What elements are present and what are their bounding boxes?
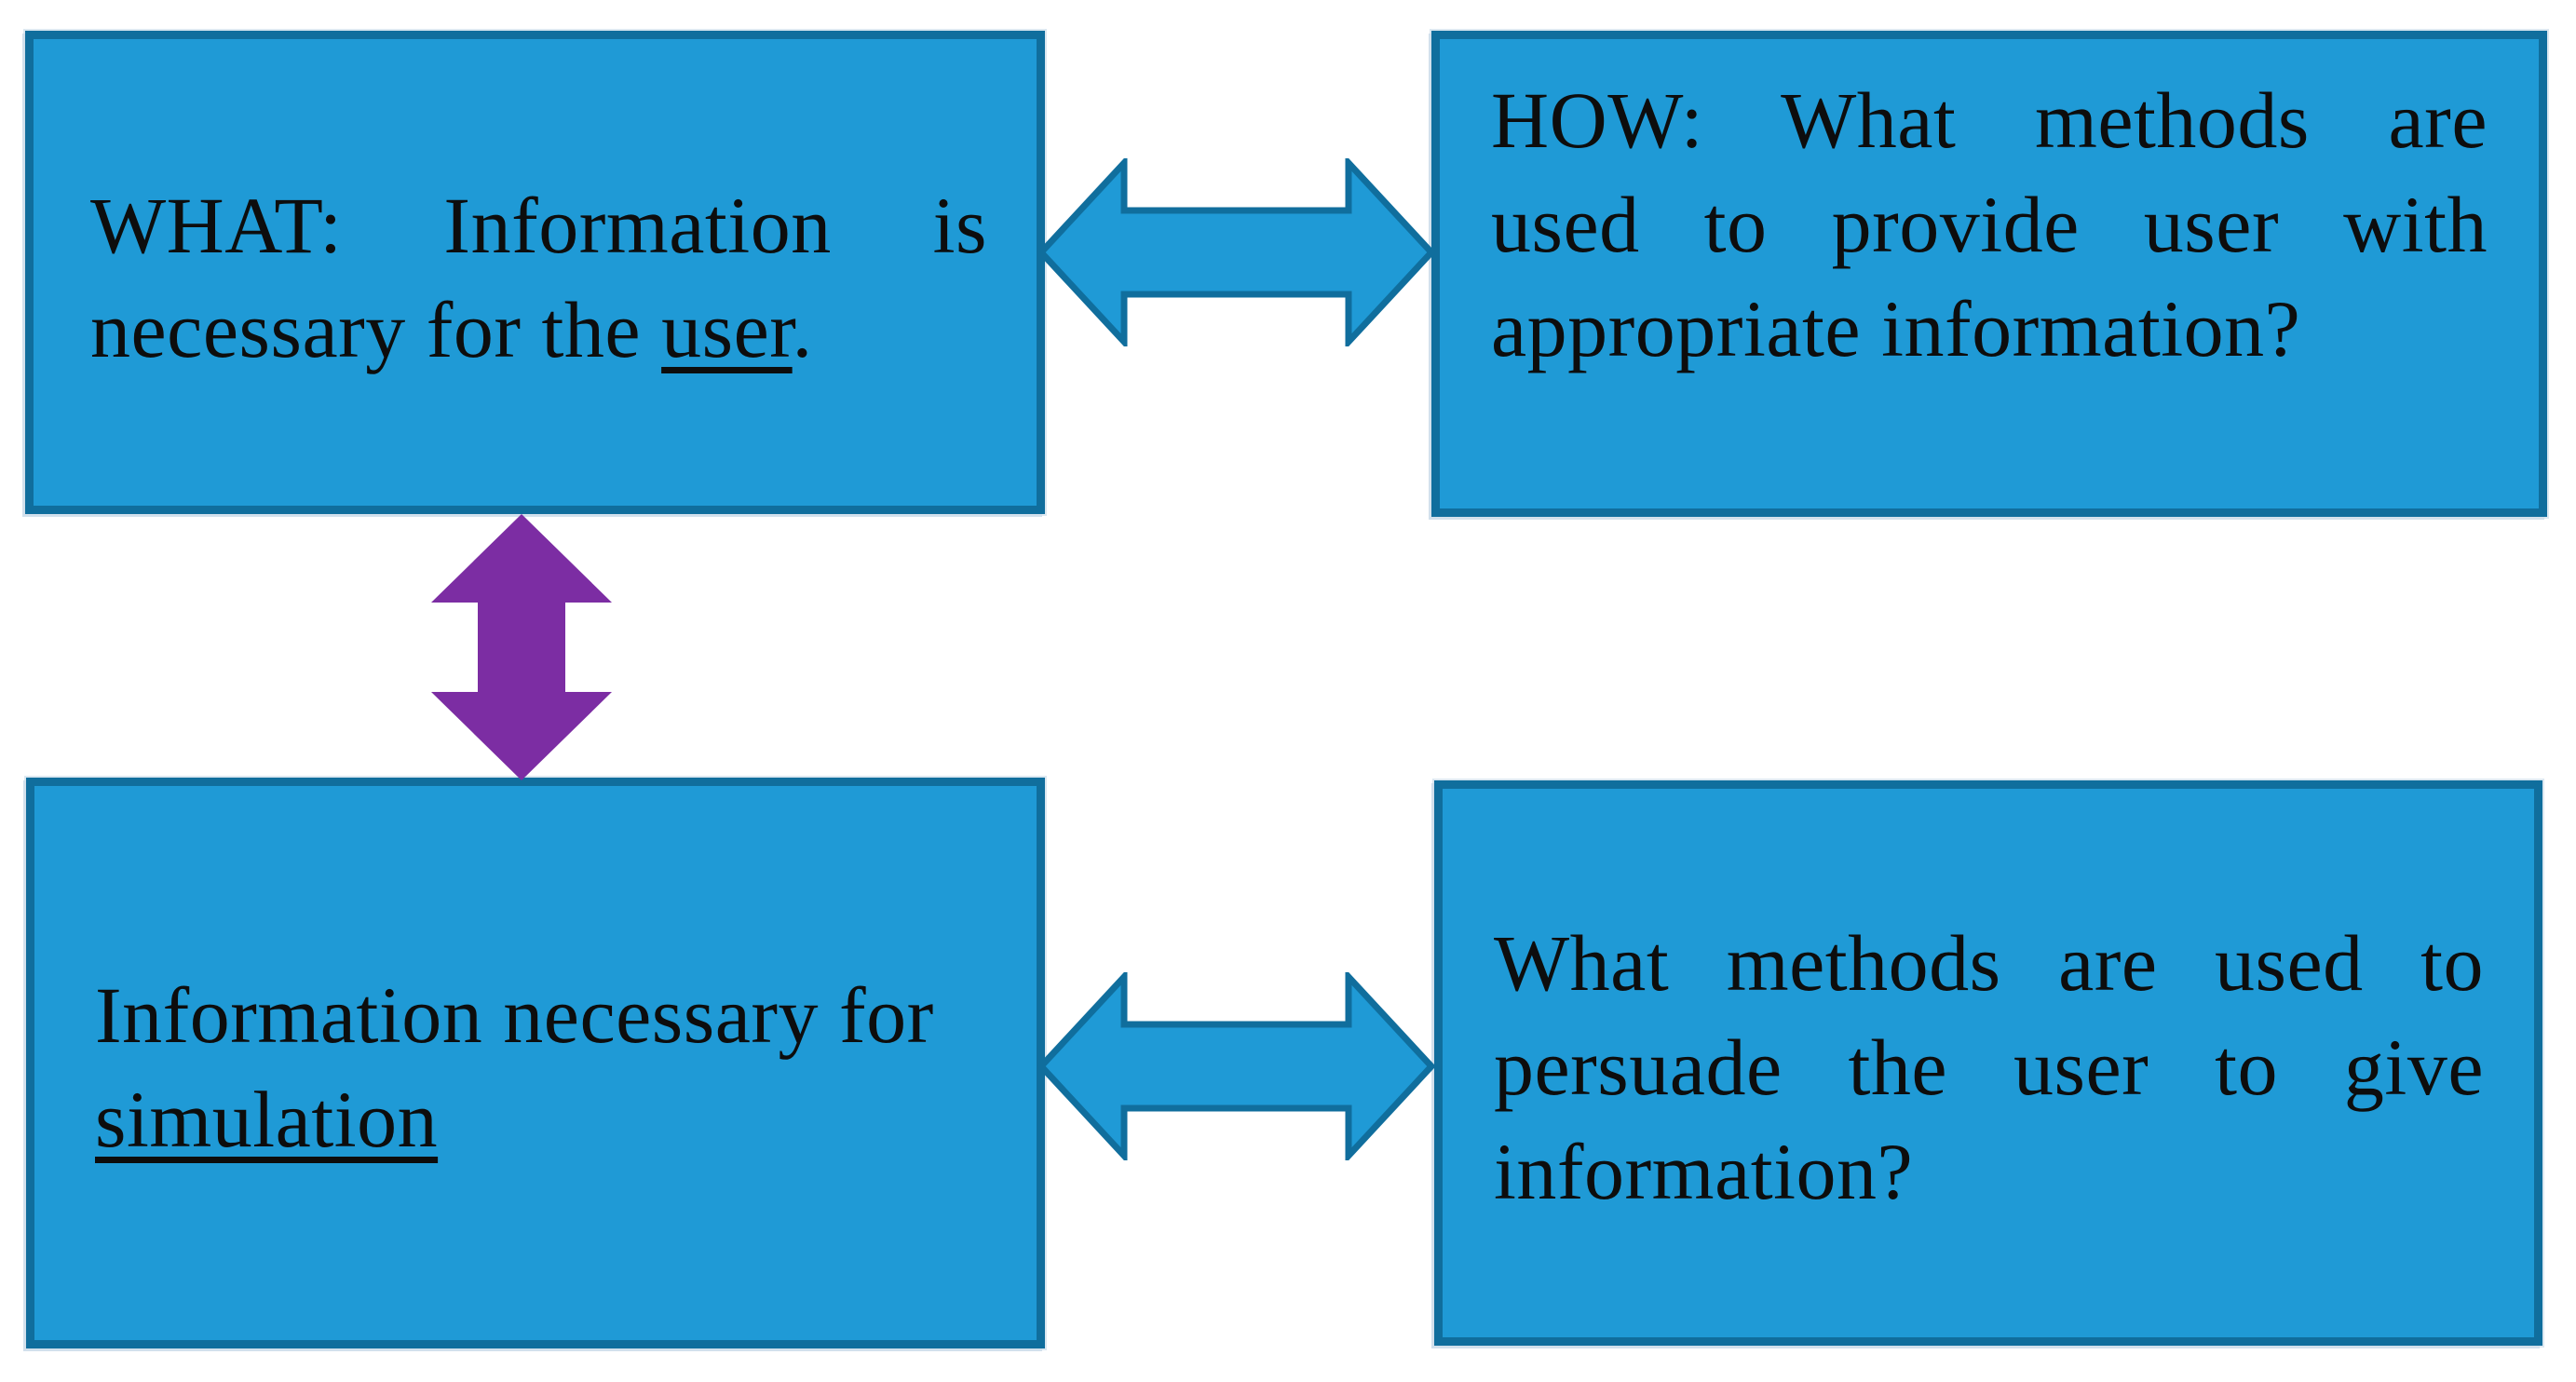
text-line: persuade the user to give [1494, 1023, 2484, 1112]
double-arrow-vertical-left-icon [431, 514, 612, 780]
underlined-word: user [661, 285, 793, 374]
box-what-information-for-user-text: WHAT: Information is necessary for the u… [90, 173, 987, 382]
underlined-word: simulation [95, 1075, 439, 1164]
box-how-methods-provide-text: HOW: What methods are used to provide us… [1491, 68, 2488, 381]
double-arrow-horizontal-top-icon [1037, 158, 1436, 346]
box-methods-persuade-user-text: What methods are used to persuade the us… [1494, 911, 2484, 1224]
text-line: WHAT: Information is [90, 181, 987, 270]
text-line: information? [1494, 1127, 1914, 1216]
text-line: appropriate information? [1491, 284, 2301, 373]
box-methods-persuade-user: What methods are used to persuade the us… [1434, 780, 2542, 1346]
text-line: necessary for the user. [90, 285, 813, 374]
box-information-for-simulation: Information necessary for simulation [26, 778, 1045, 1348]
box-what-information-for-user: WHAT: Information is necessary for the u… [25, 31, 1045, 514]
text-line: HOW: What methods are [1491, 75, 2488, 165]
text-line: used to provide user with [1491, 180, 2488, 269]
double-arrow-horizontal-bottom-icon [1037, 972, 1436, 1160]
text-line: simulation [95, 1067, 988, 1172]
box-information-for-simulation-text: Information necessary for simulation [95, 963, 988, 1172]
text-line: What methods are used to [1494, 918, 2484, 1008]
text-line: Information necessary for [95, 970, 934, 1060]
box-how-methods-provide: HOW: What methods are used to provide us… [1431, 31, 2547, 517]
